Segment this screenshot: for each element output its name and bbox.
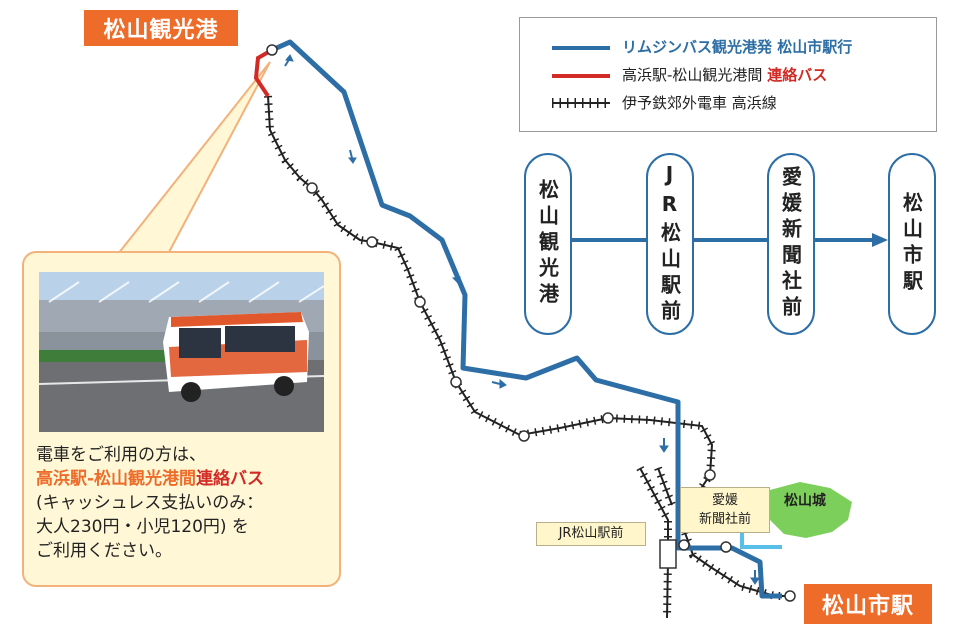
legend: リムジンバス観光港発 松山市駅行 高浜駅-松山観光港間 連絡バス 伊予鉄郊外電車…	[519, 17, 937, 132]
stop-diagram-arrowhead	[872, 233, 888, 247]
stop-pill-ehime: 愛媛新聞社前	[767, 153, 815, 335]
legend-item-connecting: 高浜駅-松山観光港間 連絡バス	[520, 62, 936, 88]
ehime-label-line1: 愛媛	[711, 493, 738, 508]
legend-item-limousine: リムジンバス観光港発 松山市駅行	[520, 34, 936, 60]
destination-badge: 松山市駅	[804, 584, 932, 624]
info-line: ご利用ください。	[36, 541, 172, 561]
stop-label: 松山観光港	[535, 179, 560, 309]
bus-photo	[39, 272, 324, 432]
connecting-bus-route	[253, 48, 273, 98]
info-line-highlight: 高浜駅-松山観光港間連絡バス	[36, 467, 336, 491]
jr-station-tag: JR松山駅前	[536, 522, 646, 546]
info-line: 大人230円・小児120円) を	[36, 517, 249, 537]
legend-label-limousine: リムジンバス観光港発 松山市駅行	[622, 38, 853, 56]
ehime-label-line2: 新聞社前	[698, 512, 751, 527]
stop-pill-shieki: 松山市駅	[888, 153, 936, 335]
rail-stations	[266, 44, 796, 602]
legend-swatch-rail	[552, 98, 610, 108]
info-line: (キャッシュレス支払いのみ：	[36, 493, 264, 513]
info-text: 電車をご利用の方は、 高浜駅-松山観光港間連絡バス (キャッシュレス支払いのみ：…	[36, 443, 336, 563]
bus-illustration	[39, 272, 324, 432]
legend-label-connecting-main: 高浜駅-松山観光港間	[622, 66, 768, 84]
stop-pill-jr: JR松山駅前	[646, 153, 694, 335]
callout-pointer	[115, 61, 271, 255]
legend-label-rail: 伊予鉄郊外電車 高浜線	[622, 94, 777, 112]
stop-label: 松山市駅	[899, 192, 924, 296]
stop-pill-kankoko: 松山観光港	[524, 153, 572, 335]
legend-label-connecting-highlight: 連絡バス	[767, 66, 828, 84]
limousine-bus-route	[270, 39, 782, 599]
legend-item-rail: 伊予鉄郊外電車 高浜線	[520, 90, 936, 116]
terminal-badge: 松山観光港	[84, 10, 238, 46]
jr-station-building	[659, 539, 677, 569]
legend-label-connecting: 高浜駅-松山観光港間 連絡バス	[622, 64, 827, 85]
moat	[740, 528, 782, 549]
info-callout: 電車をご利用の方は、 高浜駅-松山観光港間連絡バス (キャッシュレス支払いのみ：…	[22, 251, 341, 587]
stop-label: 愛媛新聞社前	[778, 166, 803, 322]
info-route-name: 高浜駅-松山観光港間	[36, 469, 197, 489]
info-line: 電車をご利用の方は、	[36, 445, 206, 465]
ehime-station-tag: 愛媛 新聞社前	[680, 487, 770, 533]
legend-swatch-red	[552, 74, 610, 78]
castle-area	[770, 482, 852, 538]
castle-label: 松山城	[784, 493, 826, 509]
info-bus-name: 連絡バス	[196, 469, 265, 489]
route-direction-arrows	[284, 54, 760, 585]
stop-label: JR松山駅前	[657, 162, 682, 326]
legend-swatch-blue	[552, 46, 610, 50]
